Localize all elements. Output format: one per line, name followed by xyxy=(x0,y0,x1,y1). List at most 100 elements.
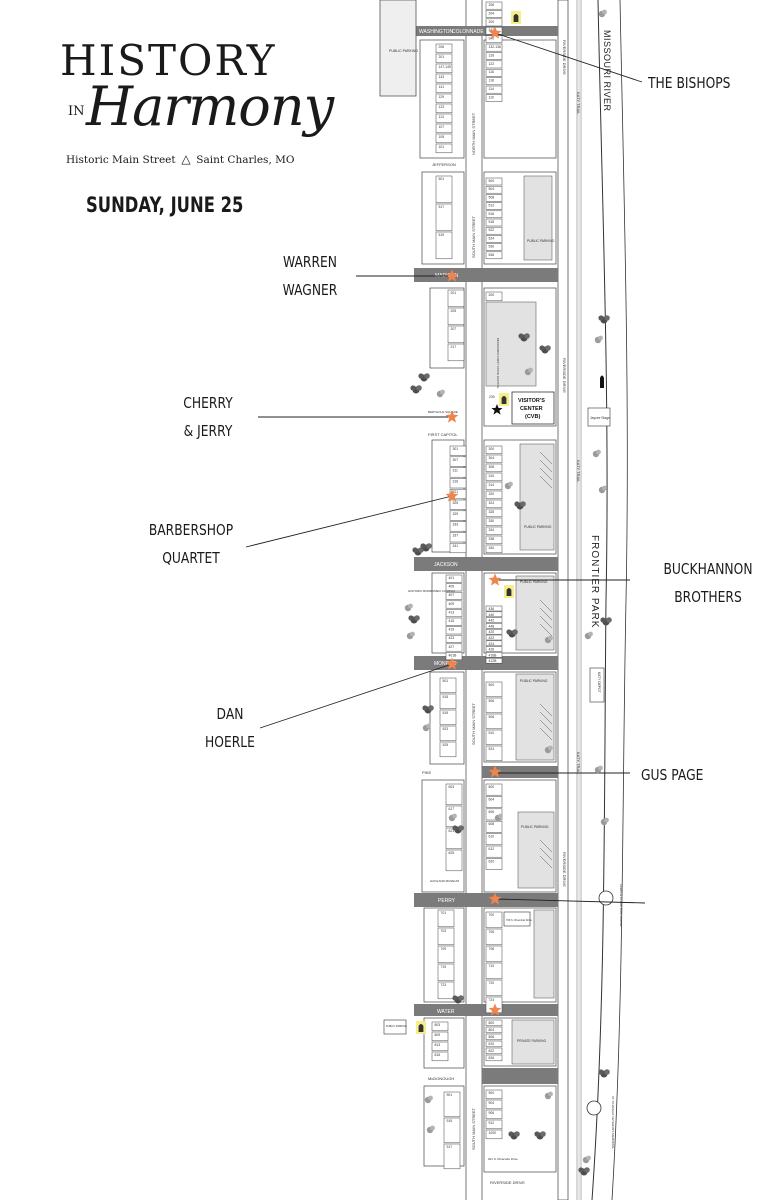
svg-text:530: 530 xyxy=(489,245,495,249)
svg-text:321: 321 xyxy=(453,490,459,494)
lot-cap-east-324: 324 xyxy=(485,499,503,509)
lot-n-west-105: 105 xyxy=(435,133,453,144)
svg-text:915: 915 xyxy=(447,1119,453,1123)
stage-lamp-icon-water xyxy=(416,1021,426,1034)
svg-text:420: 420 xyxy=(489,630,495,634)
lot-mcd-east-906: 906 xyxy=(485,1109,503,1120)
svg-text:325: 325 xyxy=(453,501,459,505)
public-parking-label-5: PUBLIC PARKING xyxy=(521,825,549,829)
lot-pike-west-625: 625 xyxy=(445,849,463,872)
svg-text:606: 606 xyxy=(489,810,495,814)
svg-text:337: 337 xyxy=(453,533,459,537)
svg-text:316: 316 xyxy=(453,479,459,483)
lot-jack-west-423: 423 xyxy=(445,634,463,643)
riverside-drive-road xyxy=(557,0,569,1200)
lot-n-east-206: 206 xyxy=(485,1,503,10)
svg-text:522: 522 xyxy=(489,228,495,232)
logo-history-word: HISTORY xyxy=(60,36,277,85)
svg-text:612: 612 xyxy=(489,847,495,851)
leader-barbershop xyxy=(245,495,453,548)
svg-text:401: 401 xyxy=(449,576,455,580)
svg-text:719: 719 xyxy=(441,965,447,969)
lot-n-east-110: 110 xyxy=(485,94,503,102)
street-mcdonough-east xyxy=(482,1068,558,1084)
riverside-drive-label-3: RIVERSIDE DRIVE xyxy=(562,852,567,887)
lot-perry-west-719: 719 xyxy=(437,963,455,982)
lamp-post-icon: △ xyxy=(181,152,191,166)
svg-text:118: 118 xyxy=(489,79,495,83)
public-parking-label-1: PUBLIC PARKING xyxy=(527,239,555,243)
svg-text:610: 610 xyxy=(489,835,495,839)
svg-text:536: 536 xyxy=(489,253,495,257)
svg-text:706: 706 xyxy=(489,930,495,934)
svg-text:708: 708 xyxy=(489,947,495,951)
lot-jeff-west-519: 519 xyxy=(435,231,453,260)
svg-text:809: 809 xyxy=(435,1033,441,1037)
svg-text:808: 808 xyxy=(489,1035,495,1039)
lot-water-east-822: 822 xyxy=(485,1047,503,1055)
lot-cap-east-308: 308 xyxy=(485,463,503,473)
performer-cherry-jerry: CHERRY & JERRY xyxy=(183,394,233,440)
lot-cap-west-301: 301 xyxy=(449,445,467,456)
lot-mcd-west-917: 917 xyxy=(443,1143,461,1170)
svg-text:600: 600 xyxy=(489,785,495,789)
svg-text:307: 307 xyxy=(453,458,459,462)
public-parking-garage xyxy=(379,0,417,97)
leader-dan xyxy=(259,663,453,729)
svg-text:206: 206 xyxy=(439,45,445,49)
svg-text:510: 510 xyxy=(489,731,495,735)
lot-jack-east-448: 448 xyxy=(485,623,503,629)
logo-subtitle: Historic Main Street △ Saint Charles, MO xyxy=(66,152,294,166)
svg-text:710: 710 xyxy=(489,964,495,968)
lot-jeff-east-524: 524 xyxy=(485,235,503,243)
svg-text:334: 334 xyxy=(489,528,495,532)
svg-text:617: 617 xyxy=(449,807,455,811)
lot-mon-east-524: 524 xyxy=(485,745,503,762)
stage-lamp-icon-visitor xyxy=(499,393,509,406)
lot-n-east-200: 200 xyxy=(485,18,503,27)
svg-text:800: 800 xyxy=(489,1021,495,1025)
lot-jack-east-436: 436 xyxy=(485,605,503,612)
lot-cap-west-337: 337 xyxy=(449,532,467,543)
event-date: SUNDAY, JUNE 25 xyxy=(86,193,244,217)
south-main-label-2: SOUTH MAIN STREET xyxy=(471,702,476,745)
lot-cap-east-314: 314 xyxy=(485,481,503,491)
lot-cap-west-329: 329 xyxy=(449,510,467,521)
lot-cap-west-341: 341 xyxy=(449,542,467,554)
lot-mad-west-205: 205 xyxy=(447,307,465,326)
lot-jeff-east-536: 536 xyxy=(485,251,503,260)
boathouse-circle xyxy=(598,890,614,906)
svg-text:147-149: 147-149 xyxy=(439,65,452,69)
lot-jeff-west-501: 501 xyxy=(435,175,453,204)
public-parking-garage-label: PUBLIC PARKING xyxy=(389,49,418,53)
svg-text:122: 122 xyxy=(489,62,495,66)
svg-text:338: 338 xyxy=(489,537,495,541)
lot-pike-west-603: 603 xyxy=(445,783,463,806)
lot-jeff-west-517: 517 xyxy=(435,203,453,232)
svg-text:518: 518 xyxy=(489,220,495,224)
lot-mon-west-501: 501 xyxy=(439,677,457,694)
svg-text:720: 720 xyxy=(489,981,495,985)
lot-jack-west-419: 419 xyxy=(445,626,463,635)
svg-text:141: 141 xyxy=(439,85,445,89)
lot-jack-east-422: 422 xyxy=(485,634,503,641)
svg-text:123: 123 xyxy=(439,105,445,109)
parking-lot-monroe xyxy=(515,673,555,761)
svg-text:621: 621 xyxy=(449,829,455,833)
river-bank-line xyxy=(591,0,608,1200)
svg-text:105: 105 xyxy=(439,135,445,139)
lot-perry-west-723: 723 xyxy=(437,981,455,1000)
svg-text:512: 512 xyxy=(489,204,495,208)
lot-mcd-east-1000: 1000 xyxy=(485,1129,503,1140)
lot-jack-west-427: 427 xyxy=(445,643,463,652)
lot-n-west-123: 123 xyxy=(435,103,453,114)
lot-jack-east-440: 440 xyxy=(485,611,503,618)
performer-warren-wagner: WARREN WAGNER xyxy=(282,253,338,299)
first-capitol-label: FIRST CAPITOL xyxy=(428,432,458,437)
lot-cap-west-307: 307 xyxy=(449,456,467,467)
lot-water-east-808: 808 xyxy=(485,1033,503,1041)
svg-text:508: 508 xyxy=(489,715,495,719)
lot-jeff-east-518: 518 xyxy=(485,218,503,227)
svg-text:519: 519 xyxy=(439,233,445,237)
